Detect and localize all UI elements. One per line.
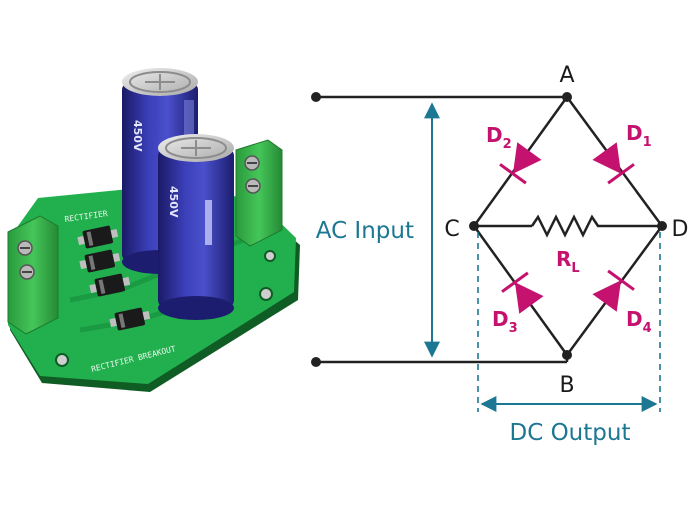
diode-d2-label: D2 — [486, 123, 512, 152]
svg-text:450V: 450V — [167, 186, 180, 218]
diode-d4-label: D4 — [626, 307, 652, 336]
rectifier-board-photo: RECTIFIER BREAKOUT RECTIFIER — [7, 68, 300, 392]
diode-d3-label: D3 — [492, 307, 518, 336]
diode-d2-symbol — [499, 142, 542, 185]
node-label-d: D — [672, 217, 689, 242]
left-terminal-block — [7, 215, 59, 335]
load-resistor-label: RL — [556, 247, 580, 276]
diode-d4-symbol — [592, 269, 635, 312]
diode-d1-symbol — [592, 142, 635, 185]
svg-text:450V: 450V — [131, 120, 144, 152]
diode-d1-label: D1 — [626, 121, 652, 150]
right-terminal-block — [235, 139, 283, 247]
bridge-rectifier-diagram: A B C D D1 D2 D3 D4 RL AC Input DC Outpu… — [311, 63, 688, 446]
smd-diodes — [77, 225, 151, 331]
capacitor-front: 450V — [158, 134, 234, 320]
node-label-b: B — [559, 373, 574, 398]
node-label-c: C — [444, 217, 459, 242]
load-resistor — [530, 214, 604, 238]
diode-d3-symbol — [501, 271, 544, 314]
dc-output-label: DC Output — [510, 420, 631, 446]
dc-output-guides — [477, 232, 661, 412]
node-label-a: A — [559, 63, 574, 88]
ac-input-label: AC Input — [316, 218, 414, 244]
terminal-dots — [311, 92, 667, 367]
